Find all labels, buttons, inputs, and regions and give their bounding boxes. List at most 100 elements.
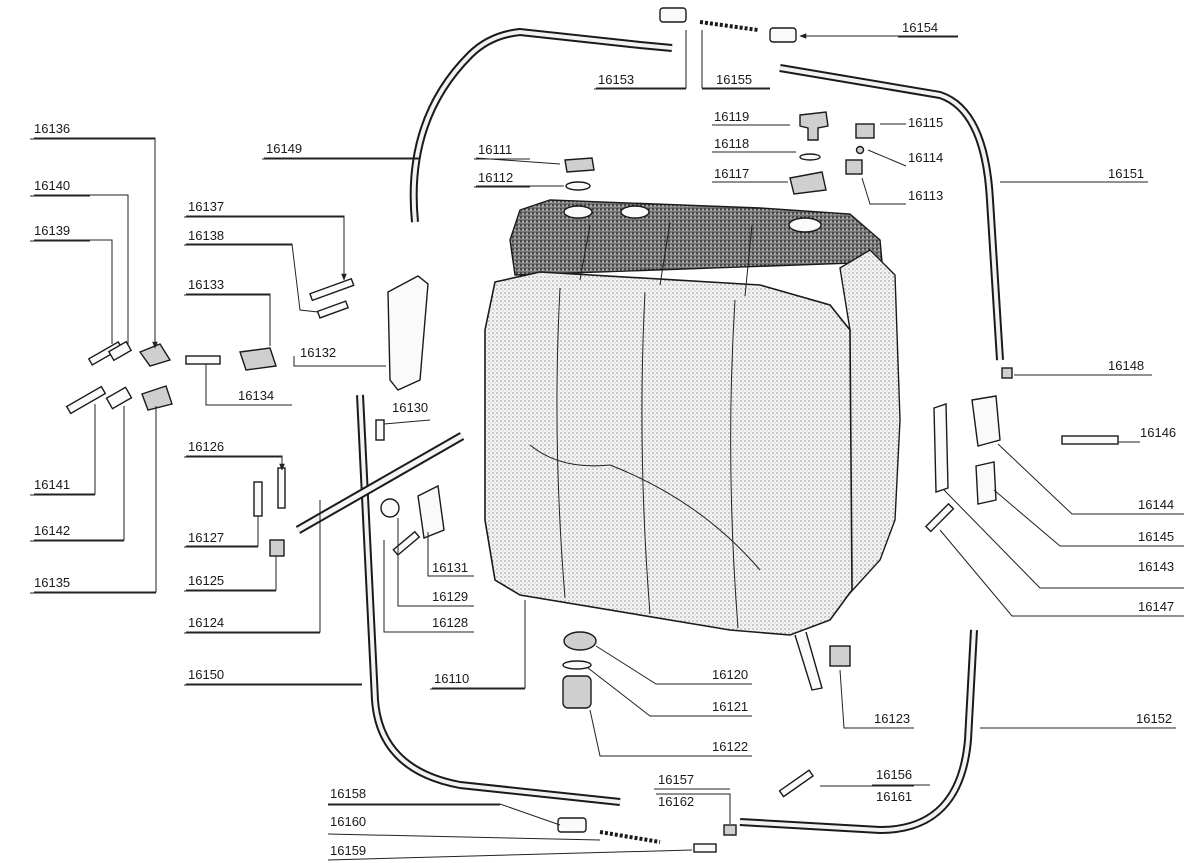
label-16149: 16149: [266, 141, 302, 156]
part-16147: [924, 502, 955, 533]
label-16159: 16159: [330, 843, 366, 858]
label-16151: 16151: [1108, 166, 1144, 181]
tank-front-face: [484, 271, 853, 636]
label-16110: 16110: [434, 671, 469, 686]
label-16155: 16155: [716, 72, 752, 87]
label-16156: 16156: [876, 767, 912, 782]
part-16111: [564, 157, 595, 173]
brace-bar-16124: [295, 432, 465, 534]
fuel-tank-body: [484, 199, 901, 691]
label-16117: 16117: [714, 166, 749, 181]
part-16115: [855, 123, 875, 139]
tank-top-strap-2: [659, 221, 671, 286]
label-16161: 16161: [876, 789, 912, 804]
part-16122: [562, 675, 592, 709]
label-16154: 16154: [902, 20, 938, 35]
tank-top-strap-1: [579, 224, 591, 281]
part-16155: [699, 20, 759, 32]
label-16130: 16130: [392, 400, 428, 415]
label-16125: 16125: [188, 573, 224, 588]
part-16117: [789, 171, 827, 195]
label-16140: 16140: [34, 178, 70, 193]
label-16135: 16135: [34, 575, 70, 590]
part-16119: [799, 111, 829, 141]
label-16150: 16150: [188, 667, 224, 682]
part-16135: [141, 385, 173, 411]
part-16144: [971, 395, 1001, 447]
leader-lines: [34, 30, 1184, 861]
label-16146: 16146: [1140, 425, 1176, 440]
tank-filler-neck-center: [620, 205, 650, 219]
label-16148: 16148: [1108, 358, 1144, 373]
strap-16149: [409, 27, 673, 223]
label-16142: 16142: [34, 523, 70, 538]
label-16112: 16112: [478, 170, 513, 185]
label-16132: 16132: [300, 345, 336, 360]
tank-front-strap-1: [556, 287, 566, 599]
part-16132-plate: [387, 275, 429, 391]
part-16131: [417, 484, 445, 539]
part-16133: [239, 347, 277, 371]
label-16118: 16118: [714, 136, 749, 151]
label-16145: 16145: [1138, 529, 1174, 544]
label-16122: 16122: [712, 739, 748, 754]
part-16145: [975, 461, 997, 505]
strap-16150: [356, 394, 621, 806]
label-16143: 16143: [1138, 559, 1174, 574]
part-16143: [933, 403, 949, 493]
part-16160: [599, 830, 661, 844]
label-16131: 16131: [432, 560, 468, 575]
part-16158: [557, 817, 587, 833]
small-parts: [65, 7, 1119, 853]
part-16113: [845, 159, 863, 175]
part-16112: [565, 181, 591, 191]
part-16120: [563, 631, 597, 651]
part-16154: [769, 27, 797, 43]
label-underlines: [30, 36, 958, 806]
part-16138: [316, 300, 350, 319]
label-16141: 16141: [34, 477, 70, 492]
part-16118: [799, 153, 821, 161]
part-16153: [659, 7, 687, 23]
part-16128: [392, 530, 421, 557]
label-16129: 16129: [432, 589, 468, 604]
label-16158: 16158: [330, 786, 366, 801]
part-16148: [1001, 367, 1013, 379]
part-16146: [1061, 435, 1119, 445]
tank-front-strap-2: [641, 291, 651, 615]
part-16130: [375, 419, 385, 441]
label-16128: 16128: [432, 615, 468, 630]
part-16127: [253, 481, 263, 517]
tank-crease: [529, 444, 761, 571]
tank-front-strap-3: [730, 299, 739, 629]
label-16160: 16160: [330, 814, 366, 829]
part-16121: [562, 660, 592, 670]
part-16141: [65, 385, 107, 415]
label-16139: 16139: [34, 223, 70, 238]
tank-drain-pipe: [794, 631, 823, 691]
part-16134-a: [185, 355, 221, 365]
label-16124: 16124: [188, 615, 224, 630]
label-16153: 16153: [598, 72, 634, 87]
label-16147: 16147: [1138, 599, 1174, 614]
tank-top-surface: [509, 199, 883, 276]
tank-top-strap-3: [744, 224, 753, 297]
label-16157: 16157: [658, 772, 694, 787]
part-16125: [269, 539, 285, 557]
label-16144: 16144: [1138, 497, 1174, 512]
label-16137: 16137: [188, 199, 224, 214]
label-16119: 16119: [714, 109, 749, 124]
part-16156: [778, 769, 815, 798]
label-16126: 16126: [188, 439, 224, 454]
label-16121: 16121: [712, 699, 748, 714]
strap-16152: [739, 629, 978, 835]
part-16129-ring: [380, 498, 400, 518]
tank-filler-neck-right: [788, 217, 822, 233]
strap-16151: [779, 64, 1004, 361]
part-16142: [105, 386, 133, 410]
label-16115: 16115: [908, 115, 943, 130]
tank-filler-neck-left: [563, 205, 593, 219]
part-16159: [693, 843, 717, 853]
part-16140: [107, 340, 133, 362]
part-16114: [855, 145, 865, 155]
